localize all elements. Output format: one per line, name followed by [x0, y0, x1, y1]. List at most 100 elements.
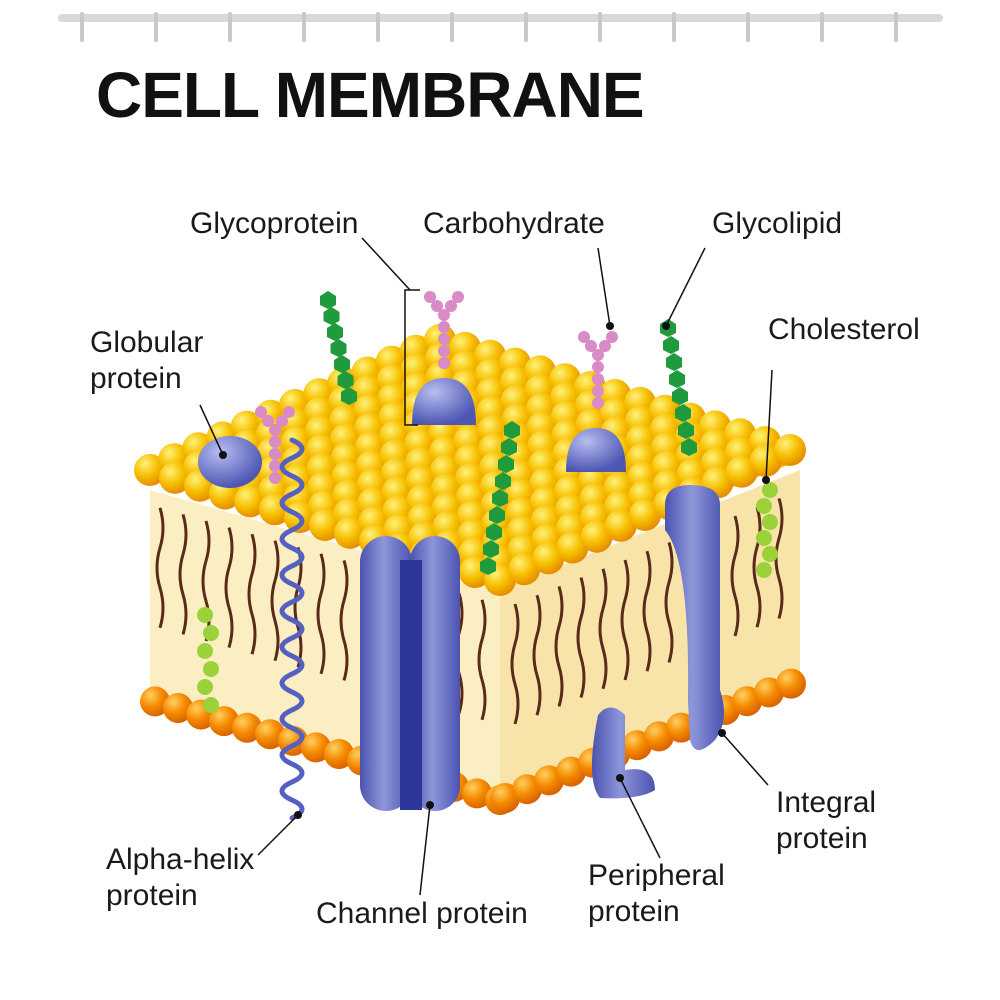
lipid-tail [664, 541, 674, 663]
carbohydrate-chain [592, 397, 604, 409]
label-peripheral-line1: Peripheral [588, 859, 725, 892]
glycolipid-chain [663, 336, 679, 354]
glycolipid-chain [334, 355, 350, 373]
curtain-rings [80, 12, 898, 42]
lipid-tail [730, 515, 740, 637]
glycolipid-chain [504, 421, 520, 439]
glycolipid-chain [341, 387, 357, 405]
lipid-tail [178, 513, 188, 635]
glycolipid-chain [672, 387, 688, 405]
carbohydrate-chain [438, 309, 450, 321]
curtain-ring [746, 12, 750, 42]
curtain-ring [450, 12, 454, 42]
cholesterol-bead [197, 607, 213, 623]
lipid-tail [155, 507, 165, 629]
glycolipid-chain [669, 370, 685, 388]
carbohydrate-chain [592, 373, 604, 385]
glycolipid-chain [681, 438, 697, 456]
cholesterol-bead [197, 643, 213, 659]
lipid-head [324, 739, 354, 769]
lipid-tail [642, 550, 652, 672]
lipid-head [629, 499, 661, 531]
carbohydrate-chain [269, 460, 281, 472]
globular-protein-shape [198, 436, 262, 488]
glycolipid-chain [492, 489, 508, 507]
lipid-head [725, 455, 758, 488]
carbohydrate-chain [438, 357, 450, 369]
cholesterol-bead [762, 546, 778, 562]
lipid-head [580, 520, 613, 553]
curtain-ring [376, 12, 380, 42]
lipid-head [301, 732, 331, 763]
glycolipid-chain [675, 404, 691, 422]
label-cholesterol: Cholesterol [768, 313, 920, 346]
carbohydrate-chain [431, 300, 443, 312]
carbohydrate-chain [255, 406, 267, 418]
glycolipid-chain [666, 353, 682, 371]
lipid-head [309, 509, 341, 541]
membrane-side-face [500, 470, 800, 800]
curtain-ring [524, 12, 528, 42]
glycolipid-chain [489, 506, 505, 524]
lipid-tail [247, 533, 257, 655]
glycolipid-chain [486, 523, 502, 541]
lipid-tail [477, 599, 487, 721]
carbohydrate-chain [599, 340, 611, 352]
carbohydrate-chain [269, 448, 281, 460]
label-glycolipid: Glycolipid [712, 207, 843, 240]
label-peripheral-protein: Peripheral protein [588, 858, 725, 930]
cholesterol-bead [756, 530, 772, 546]
lipid-tail [270, 540, 280, 662]
lipid-head [462, 778, 492, 809]
peripheral-protein-shape [591, 707, 655, 799]
lipid-tail [339, 559, 349, 681]
label-globular-protein: Globular protein [90, 325, 203, 397]
lipid-tail [554, 585, 564, 707]
label-globular-line1: Globular [90, 326, 204, 359]
carbohydrate-chain [262, 415, 274, 427]
integral-protein-shape [665, 485, 724, 750]
cholesterol-bead [203, 625, 219, 641]
glycolipid-chain [327, 323, 343, 341]
lipid-tail [576, 577, 586, 699]
lipid-head [159, 461, 191, 494]
glycolipid-chain [330, 339, 347, 357]
label-integral-line2: protein [776, 822, 868, 855]
lipid-tail [598, 568, 608, 690]
carbohydrate-chain [269, 436, 281, 448]
glycolipid-chain [480, 557, 496, 575]
lipid-tail [510, 603, 520, 725]
glycolipid-chain [483, 540, 499, 558]
glycolipid-chain [337, 371, 354, 389]
curtain-ring [672, 12, 676, 42]
leader-lines [199, 237, 773, 896]
glycolipid-chain [323, 307, 340, 325]
lipid-head [508, 553, 541, 586]
lipid-head [140, 686, 170, 717]
cholesterol-bead [197, 679, 213, 695]
cholesterol-bead [756, 498, 772, 514]
carbohydrate-chain [269, 472, 281, 484]
curtain-ring [894, 12, 898, 42]
carbohydrate-chain [585, 340, 597, 352]
lipid-head [232, 712, 262, 743]
carbohydrate-chain [438, 345, 450, 357]
cholesterol-bead [203, 661, 219, 677]
leader-dots [219, 322, 770, 819]
label-globular-line2: protein [90, 362, 182, 395]
curtain-ring [154, 12, 158, 42]
curtain-ring [80, 12, 84, 42]
lipid-head [556, 531, 589, 564]
alpha-helix-shape [279, 437, 305, 821]
lipid-tail [620, 559, 630, 681]
carbohydrate-chain [606, 331, 618, 343]
carbohydrate-chain [445, 300, 457, 312]
curtain-ring [228, 12, 232, 42]
curtain-ring [302, 12, 306, 42]
label-alpha-helix-protein: Alpha-helix protein [106, 842, 254, 914]
curtain-ring [598, 12, 602, 42]
lipid-head [209, 706, 239, 737]
lipid-head [334, 516, 366, 549]
carbohydrate-chain [578, 331, 590, 343]
